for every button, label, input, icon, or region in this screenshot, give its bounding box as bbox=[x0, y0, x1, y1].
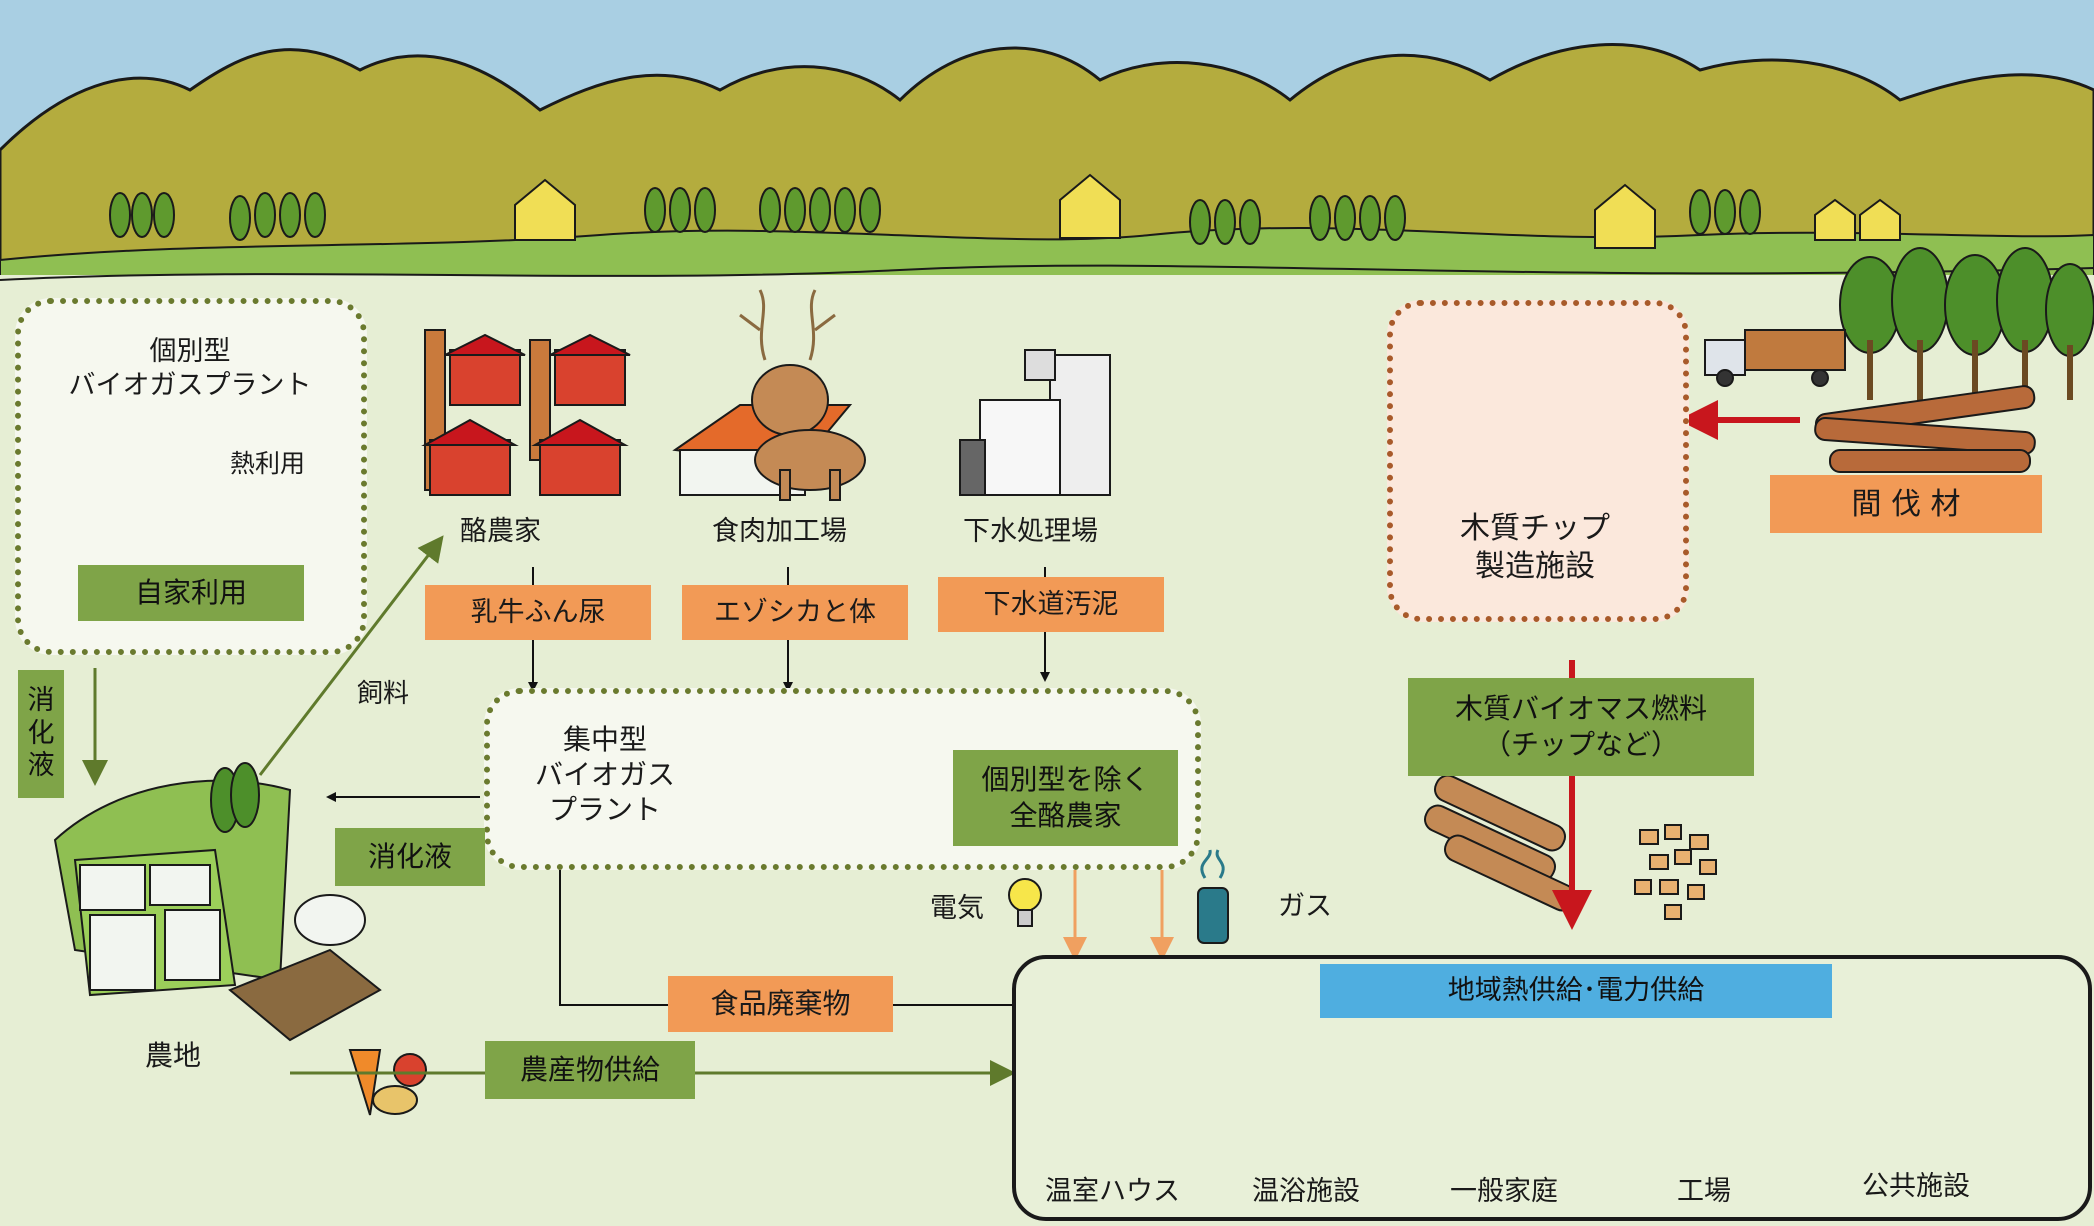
manure-label: 乳牛ふん尿 bbox=[425, 585, 651, 640]
sewage-plant-label: 下水処理場 bbox=[963, 516, 1098, 547]
feed-label: 飼料 bbox=[357, 679, 410, 709]
thinning-label: 間 伐 材 bbox=[1770, 475, 2042, 533]
other-farms-label: 個別型を除く 全酪農家 bbox=[953, 750, 1178, 846]
individual-plant-title: 個別型 バイオガスプラント bbox=[68, 336, 312, 401]
farmland-label: 農地 bbox=[145, 1039, 202, 1072]
feed-arrow bbox=[258, 535, 444, 776]
chip-facility-box bbox=[1387, 300, 1689, 622]
greenhouse-label: 温室ハウス bbox=[1045, 1176, 1180, 1207]
dairy-farm-illustration bbox=[421, 329, 631, 496]
meat-plant-illustration bbox=[672, 289, 866, 501]
heat-use-label: 熱利用 bbox=[230, 449, 306, 478]
sewage-sludge-label: 下水道汚泥 bbox=[938, 577, 1164, 632]
forest-illustration bbox=[1704, 247, 2094, 473]
central-plant-title: 集中型 バイオガス プラント bbox=[534, 723, 675, 826]
chip-facility-label: 木質チップ 製造施設 bbox=[1460, 511, 1610, 584]
sewage-plant-illustration bbox=[959, 349, 1111, 496]
public-facility-label: 公共施設 bbox=[1862, 1171, 1970, 1202]
logs-and-chips-illustration bbox=[1424, 774, 1717, 920]
supply-title: 地域熱供給･電力供給 bbox=[1320, 964, 1832, 1018]
dairy-farm-label: 酪農家 bbox=[460, 516, 541, 547]
produce-supply-label: 農産物供給 bbox=[485, 1041, 695, 1099]
household-label: 一般家庭 bbox=[1450, 1176, 1558, 1207]
gas-label: ガス bbox=[1278, 891, 1332, 922]
deer-carcass-label: エゾシカと体 bbox=[682, 585, 908, 640]
bulb-icon bbox=[1008, 878, 1042, 927]
digestate-label: 消化液 bbox=[335, 828, 485, 886]
farmland-illustration bbox=[53, 762, 427, 1116]
electricity-label: 電気 bbox=[930, 893, 984, 924]
self-use-label: 自家利用 bbox=[78, 565, 304, 621]
gas-tank-icon bbox=[1197, 849, 1229, 944]
food-waste-label: 食品廃棄物 bbox=[668, 976, 893, 1032]
meat-plant-label: 食肉加工場 bbox=[712, 516, 847, 547]
background-trees bbox=[109, 187, 1761, 245]
biomass-fuel-label: 木質バイオマス燃料 （チップなど） bbox=[1408, 678, 1754, 776]
factory-label: 工場 bbox=[1677, 1176, 1731, 1207]
digestate-vertical-label: 消 化 液 bbox=[18, 670, 64, 798]
bath-facility-label: 温浴施設 bbox=[1252, 1176, 1360, 1207]
hill-houses bbox=[514, 173, 1901, 249]
